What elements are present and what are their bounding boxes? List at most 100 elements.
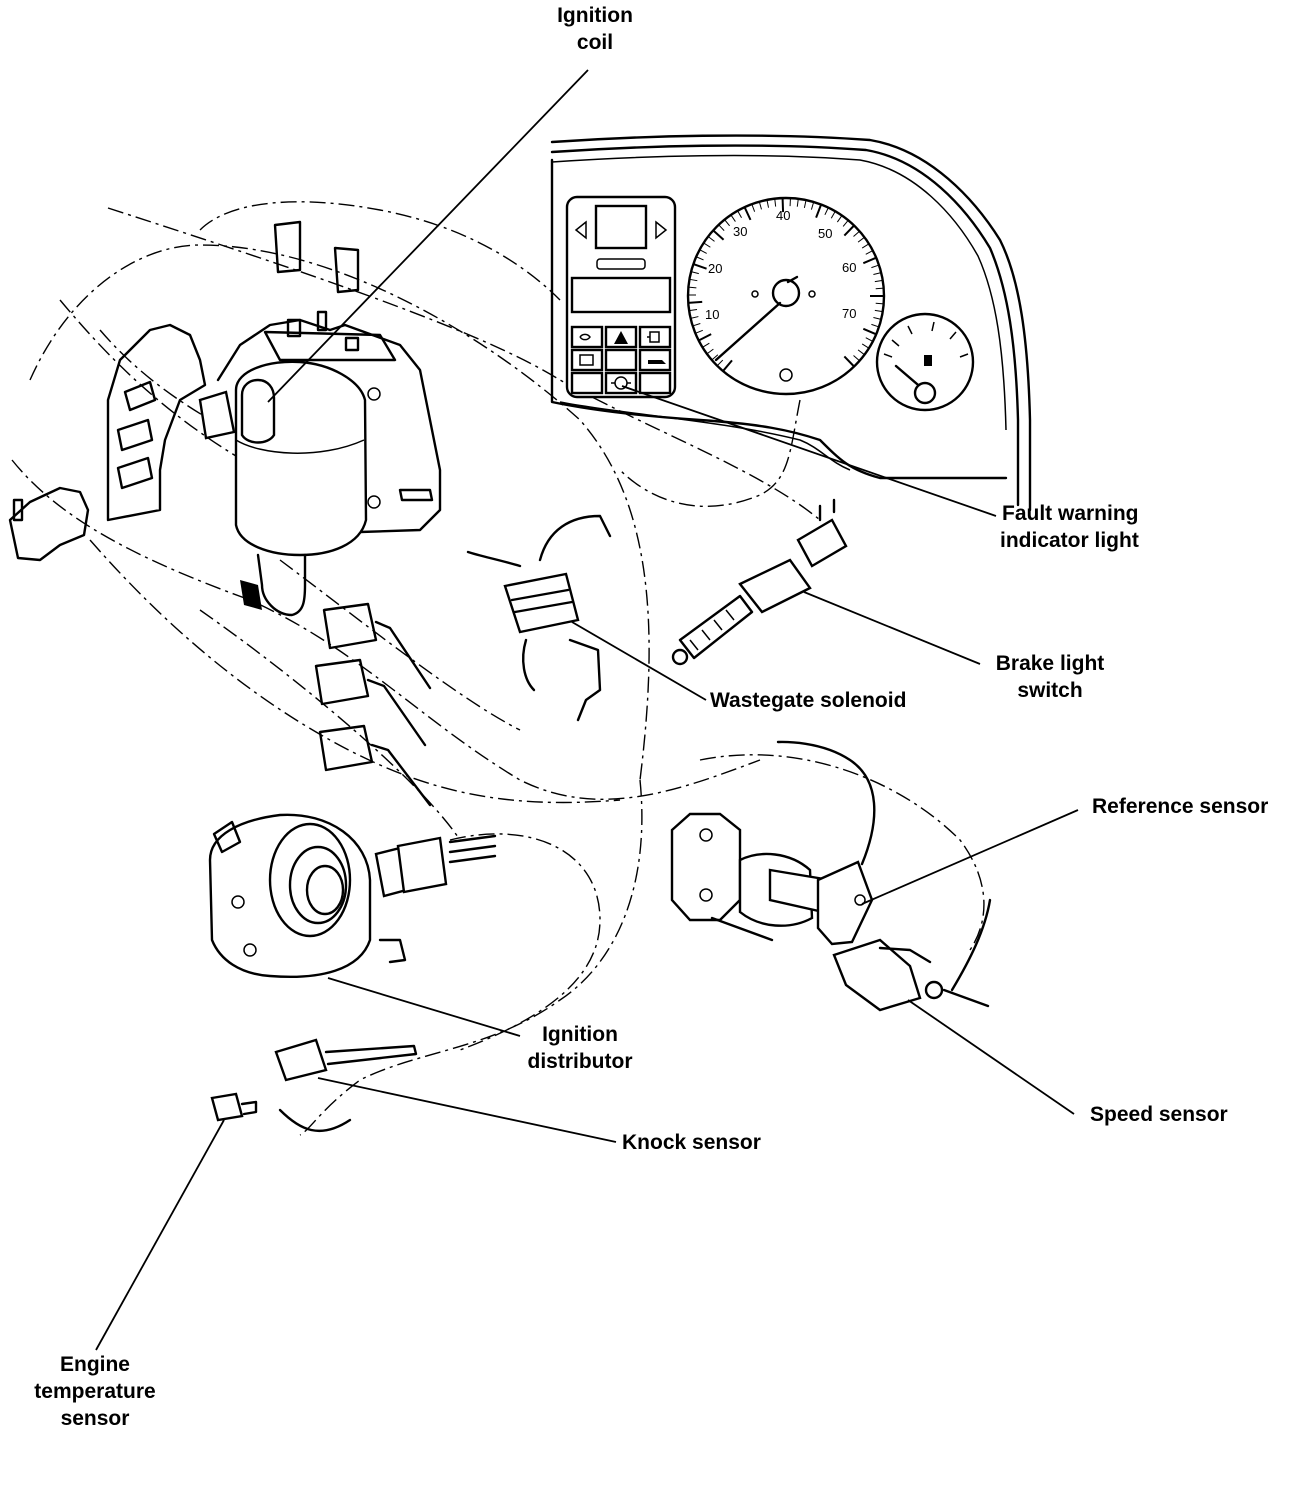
speedo-tick [690, 271, 699, 275]
ignition-distributor [208, 813, 497, 979]
speedo-tick [718, 224, 725, 231]
label-line: coil [576, 31, 614, 54]
speedo-tick [751, 203, 756, 212]
speedo-tick [737, 210, 742, 218]
label-line: switch [1017, 679, 1083, 702]
label-line: sensor [60, 1407, 130, 1430]
svg-text:30: 30 [733, 224, 747, 239]
speedo-tick [803, 199, 807, 209]
instrument-cluster: 10 20 30 40 50 60 70 [550, 134, 1032, 512]
speedo-tick [690, 316, 699, 319]
plug-connectors [314, 602, 432, 807]
speedo-tick [830, 211, 836, 219]
engine-check-icon [611, 376, 631, 390]
leader-speed-sensor [907, 999, 1075, 1115]
speedo-tick [815, 204, 823, 218]
label-reference-sensor: Reference sensor [1092, 795, 1269, 818]
label-ignition-distributor: Ignition distributor [510, 1021, 650, 1075]
speedo-tick [688, 286, 697, 289]
speedo-tick [695, 329, 703, 334]
speedo-tick [743, 206, 752, 221]
speedo-tick [706, 348, 714, 355]
speedo-tick [766, 199, 770, 208]
label-line: distributor [527, 1050, 633, 1073]
label-knock-sensor: Knock sensor [622, 1131, 761, 1154]
speedo-tick [722, 359, 733, 372]
speedo-tick [712, 229, 725, 241]
headlight-icon [579, 333, 591, 341]
speedo-tick [688, 300, 703, 304]
svg-text:20: 20 [708, 261, 722, 276]
wastegate-solenoid [466, 514, 612, 722]
fuel-pump-icon [647, 331, 660, 343]
label-line: Brake light [995, 652, 1105, 675]
speedo-tick [875, 302, 884, 305]
warning-triangle-icon [614, 331, 628, 344]
speedo-tick [871, 323, 880, 328]
speedo-tick [711, 354, 719, 361]
speedo-tick [875, 287, 884, 290]
speedo-tick [857, 236, 865, 243]
battery-icon [579, 354, 594, 366]
leader-wastegate [571, 621, 707, 701]
speedo-tick [692, 323, 701, 327]
speedometer: 10 20 30 40 50 60 70 [686, 196, 886, 396]
leader-fault-warning [621, 385, 997, 517]
speedo-tick [796, 198, 799, 207]
speedo-tick [853, 355, 860, 362]
speedo-tick [862, 256, 877, 265]
svg-text:10: 10 [705, 307, 719, 322]
speedo-tick [758, 201, 762, 210]
speedo-tick [843, 224, 855, 237]
speedo-tick [716, 359, 724, 367]
ignition-coil-assembly [106, 220, 442, 617]
speedo-tick [865, 337, 874, 342]
speedo-tick [774, 198, 777, 207]
wiring-route-lines [11, 201, 985, 1136]
temperature-connector [8, 486, 90, 562]
leader-brake-light [803, 591, 981, 665]
speedo-tick [707, 236, 715, 242]
speedo-tick [702, 342, 710, 348]
knock-sensor [274, 1038, 418, 1133]
label-speed-sensor: Speed sensor [1090, 1103, 1228, 1126]
speedo-tick [699, 249, 707, 254]
label-line: temperature [34, 1380, 156, 1403]
speedo-tick [861, 243, 870, 249]
speedo-tick [865, 250, 874, 255]
speedo-tick [698, 333, 712, 342]
leader-lines [95, 69, 1079, 1351]
label-brake-light-switch: Brake light switch [980, 650, 1120, 704]
speedo-tick [836, 215, 843, 223]
speedo-tick [862, 327, 877, 336]
speedo-tick [861, 343, 870, 349]
speedo-tick [689, 308, 698, 312]
label-line: Ignition [557, 4, 633, 27]
speedo-tick [703, 242, 711, 248]
speedo-tick [874, 309, 883, 313]
speedo-tick [857, 349, 865, 356]
crank-sensor-assembly [670, 740, 992, 1012]
speedo-tick [810, 201, 815, 210]
label-wastegate-solenoid: Wastegate solenoid [710, 689, 907, 712]
speedo-tick [824, 207, 829, 216]
fuel-gauge [875, 312, 975, 412]
speedo-tick [843, 355, 855, 368]
svg-text:60: 60 [842, 260, 856, 275]
speedo-tick [853, 230, 860, 237]
label-line: Engine [59, 1353, 130, 1376]
label-ignition-coil: Ignition coil [540, 2, 650, 56]
label-line: Fault warning [1002, 502, 1139, 525]
label-fault-warning: Fault warning indicator light [1000, 500, 1139, 554]
label-line: indicator light [1000, 529, 1139, 552]
leader-knock-sensor [317, 1077, 617, 1143]
svg-text:40: 40 [776, 208, 790, 223]
leader-engine-temperature [95, 1119, 225, 1351]
label-line: Ignition [542, 1023, 618, 1046]
engine-temperature-sensor [210, 1092, 258, 1122]
speedo-tick [724, 219, 730, 227]
oil-can-icon [648, 360, 666, 364]
label-engine-temperature-sensor: Engine temperature sensor [20, 1351, 170, 1432]
brake-light-switch [671, 498, 848, 666]
